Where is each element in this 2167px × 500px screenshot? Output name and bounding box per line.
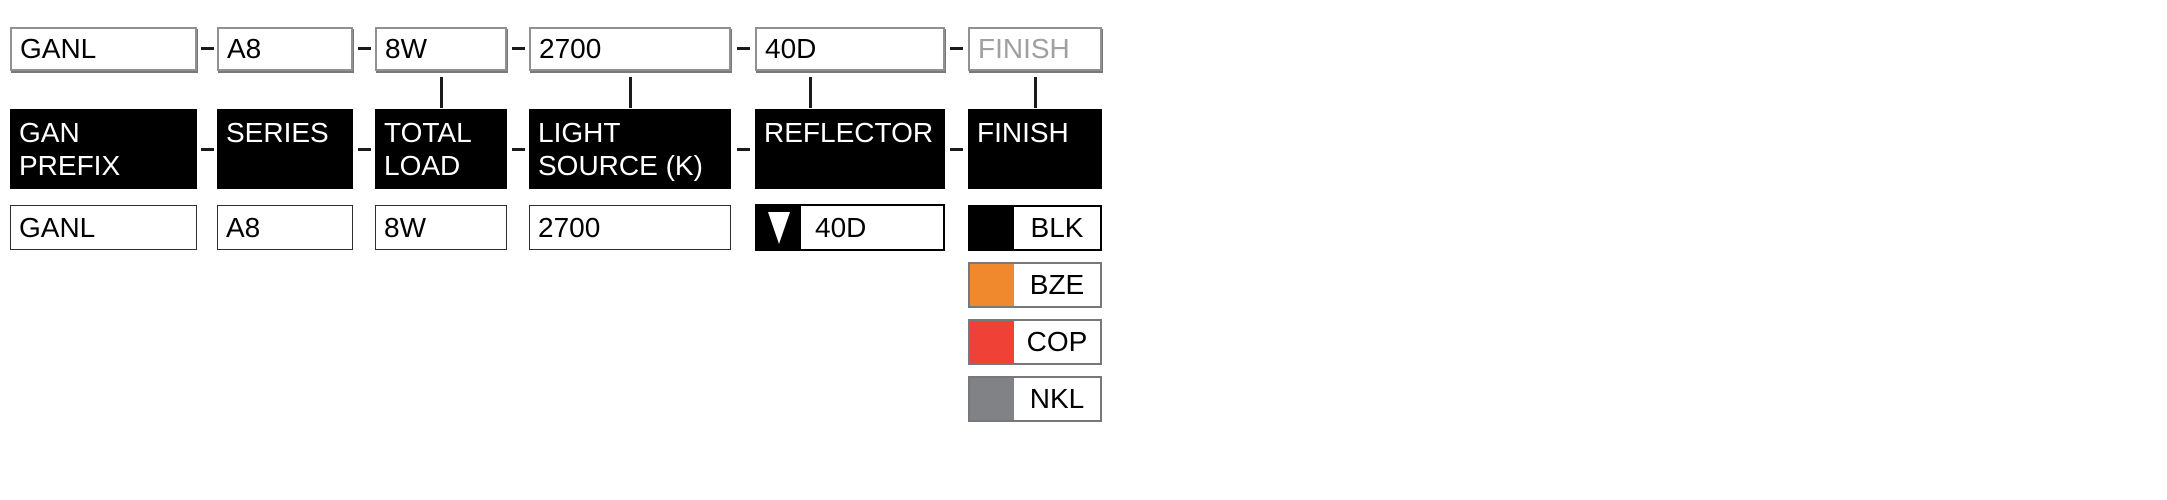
separator-dash: [512, 148, 525, 151]
connector-line-finish: [1033, 77, 1037, 108]
connector-line-reflector: [808, 77, 812, 108]
code-input-total-load[interactable]: 8W: [375, 27, 507, 71]
column-light-source: 2700 LIGHT SOURCE (K) 2700: [529, 0, 731, 500]
header-reflector: REFLECTOR: [755, 109, 945, 189]
finish-option-blk[interactable]: BLK: [968, 205, 1102, 251]
header-series: SERIES: [217, 109, 353, 189]
header-finish: FINISH: [968, 109, 1102, 189]
header-gan-prefix: GAN PREFIX: [10, 109, 197, 189]
header-gan-prefix-line2: PREFIX: [19, 150, 121, 181]
separator-dash: [201, 148, 214, 151]
connector-line-light-source: [628, 77, 632, 108]
code-gan-prefix-text: GANL: [20, 33, 97, 64]
finish-option-blk-label: BLK: [1030, 212, 1084, 243]
column-total-load: 8W TOTAL LOAD 8W: [375, 0, 507, 500]
value-light-source: 2700: [529, 205, 731, 250]
value-series: A8: [217, 205, 353, 250]
separator-dash: [358, 148, 371, 151]
value-gan-prefix: GANL: [10, 205, 197, 250]
finish-option-cop[interactable]: COP: [968, 319, 1102, 365]
finish-option-bze[interactable]: BZE: [968, 262, 1102, 308]
column-finish: FINISH FINISH BLK BZE COP NKL: [968, 0, 1102, 500]
header-total-load: TOTAL LOAD: [375, 109, 507, 189]
header-light-source: LIGHT SOURCE (K): [529, 109, 731, 189]
code-input-reflector[interactable]: 40D: [755, 27, 945, 71]
code-input-gan-prefix[interactable]: GANL: [10, 27, 197, 71]
header-total-load-line2: LOAD: [384, 150, 461, 181]
code-input-finish[interactable]: FINISH: [968, 27, 1102, 71]
down-triangle-icon[interactable]: [757, 206, 801, 249]
separator-dash: [950, 47, 963, 50]
separator-dash: [358, 47, 371, 50]
header-light-source-line1: LIGHT: [538, 117, 621, 148]
code-finish-placeholder: FINISH: [978, 33, 1070, 64]
column-reflector: 40D REFLECTOR 40D: [755, 0, 945, 500]
code-input-series[interactable]: A8: [217, 27, 353, 71]
finish-option-nkl[interactable]: NKL: [968, 376, 1102, 422]
finish-option-bze-label: BZE: [1029, 269, 1085, 300]
column-series: A8 SERIES A8: [217, 0, 353, 500]
separator-dash: [512, 47, 525, 50]
reflector-selected-value: 40D: [815, 211, 867, 243]
separator-dash: [201, 47, 214, 50]
code-light-source-text: 2700: [539, 33, 602, 64]
blk-color-swatch: [970, 207, 1014, 249]
connector-line-total-load: [439, 77, 443, 108]
finish-option-cop-label: COP: [1026, 326, 1088, 357]
nkl-color-swatch: [970, 378, 1014, 420]
header-gan-prefix-line1: GAN: [19, 117, 80, 148]
header-total-load-line1: TOTAL: [384, 117, 472, 148]
cop-color-swatch: [970, 321, 1014, 363]
header-series-line1: SERIES: [226, 117, 329, 148]
code-reflector-text: 40D: [765, 33, 817, 64]
finish-option-nkl-label: NKL: [1029, 383, 1085, 414]
separator-dash: [950, 148, 963, 151]
separator-dash: [737, 47, 750, 50]
separator-dash: [737, 148, 750, 151]
header-finish-line1: FINISH: [977, 117, 1069, 148]
value-total-load: 8W: [375, 205, 507, 250]
header-reflector-line1: REFLECTOR: [764, 117, 934, 148]
code-total-load-text: 8W: [385, 33, 427, 64]
reflector-dropdown[interactable]: 40D: [755, 204, 945, 251]
bze-color-swatch: [970, 264, 1014, 306]
code-series-text: A8: [227, 33, 262, 64]
code-input-light-source[interactable]: 2700: [529, 27, 731, 71]
header-light-source-line2: SOURCE (K): [538, 150, 703, 181]
column-gan-prefix: GANL GAN PREFIX GANL: [10, 0, 197, 500]
